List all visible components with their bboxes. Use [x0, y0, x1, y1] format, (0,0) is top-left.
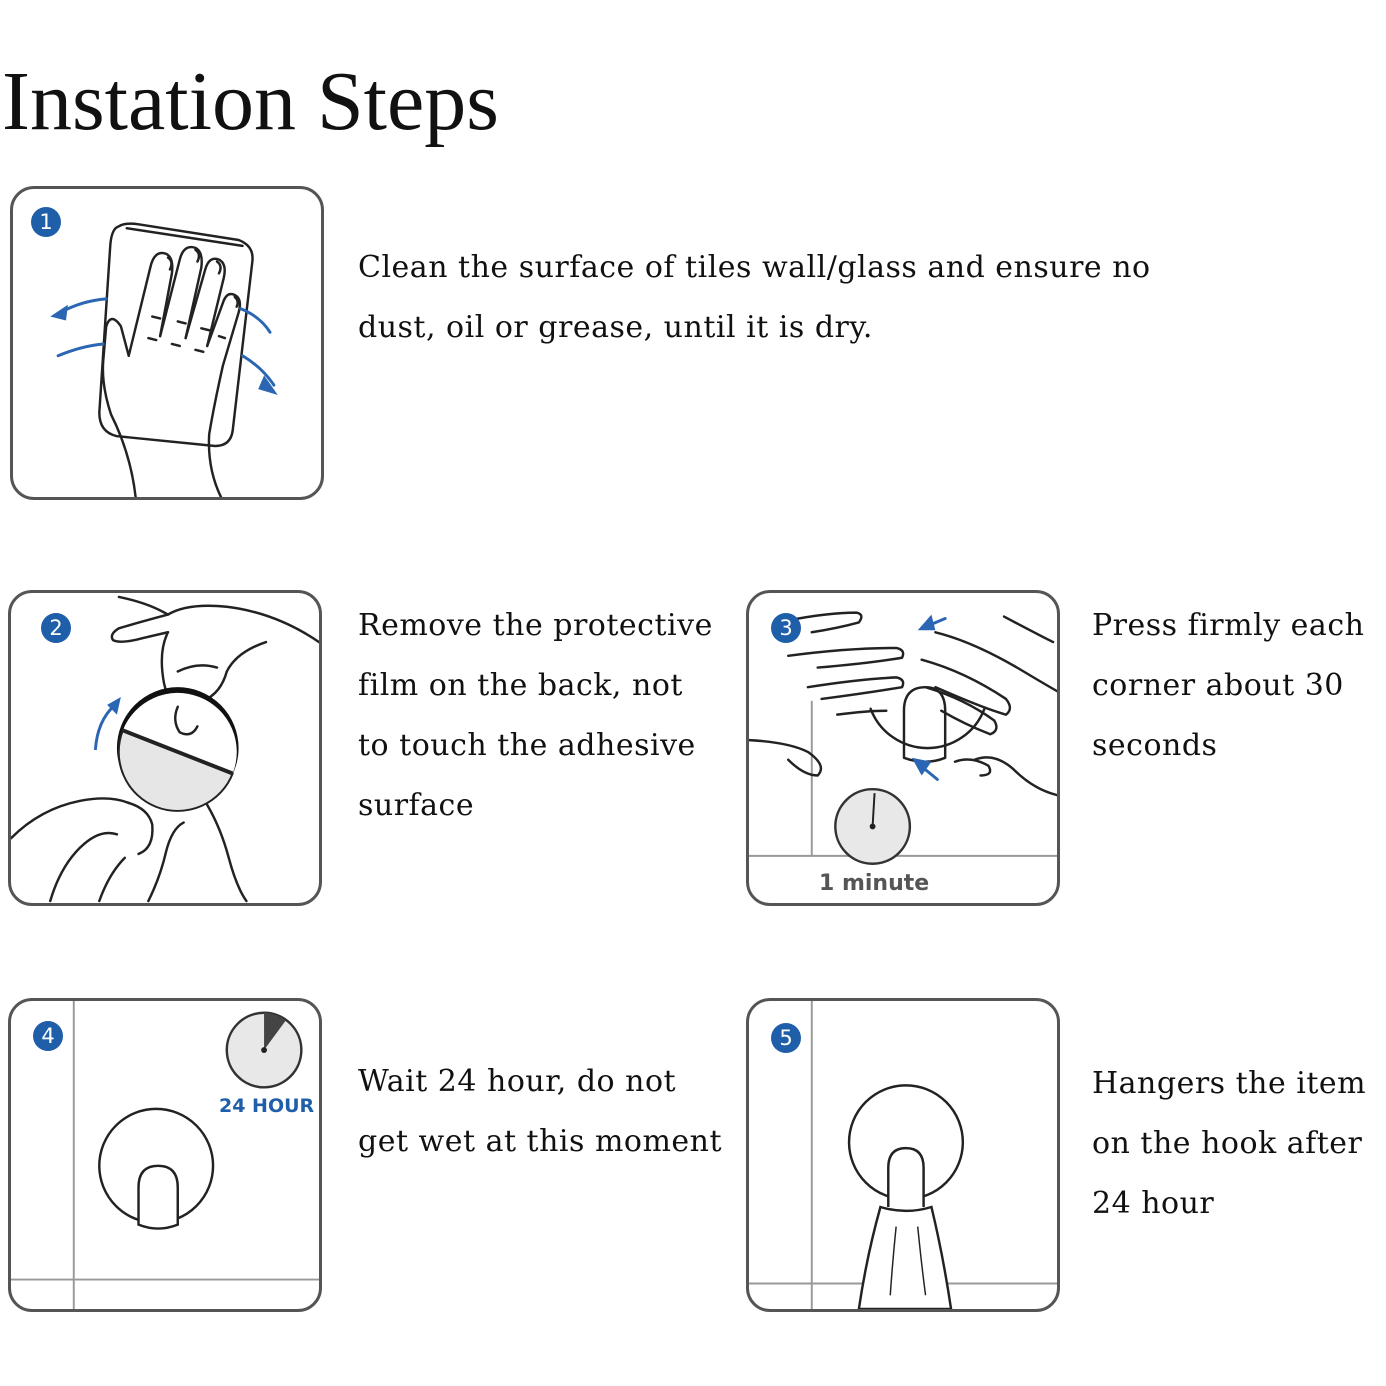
hang-towel-icon — [749, 1001, 1057, 1309]
hand-wiping-icon — [50, 222, 278, 497]
step-4-text: Wait 24 hour, do not get wet at this mom… — [358, 1052, 722, 1172]
step-3-line: Press firmly each — [1092, 608, 1365, 643]
timer-label: 1 minute — [819, 871, 930, 896]
step-5-badge: 5 — [771, 1023, 801, 1053]
step-2-badge: 2 — [41, 613, 71, 643]
page-title: Instation Steps — [2, 55, 499, 148]
step-1-illustration: 1 — [10, 186, 324, 500]
step-3-line: corner about 30 — [1092, 668, 1344, 703]
step-4-illustration: 4 24 HOUR — [8, 998, 322, 1312]
step-4-line: Wait 24 hour, do not — [358, 1064, 677, 1099]
step-5-line: on the hook after — [1092, 1126, 1363, 1161]
wait-clock-icon — [11, 1001, 319, 1309]
step-2-text: Remove the protective film on the back, … — [358, 596, 713, 836]
step-4-badge: 4 — [33, 1021, 63, 1051]
peel-film-icon — [11, 595, 319, 903]
step-3-line: seconds — [1092, 728, 1218, 763]
step-4-line: get wet at this moment — [358, 1124, 723, 1159]
timer-label: 24 HOUR — [219, 1095, 315, 1117]
step-3-badge: 3 — [771, 613, 801, 643]
step-3-illustration: 3 1 minute — [746, 590, 1060, 906]
step-2-line: film on the back, not — [358, 668, 683, 703]
press-hook-icon — [749, 611, 1057, 865]
step-1-line: Clean the surface of tiles wall/glass an… — [358, 250, 1151, 285]
step-1-text: Clean the surface of tiles wall/glass an… — [358, 238, 1151, 358]
step-5-illustration: 5 — [746, 998, 1060, 1312]
step-2-line: to touch the adhesive — [358, 728, 696, 763]
step-5-line: 24 hour — [1092, 1186, 1215, 1221]
step-1-badge: 1 — [31, 207, 61, 237]
step-1-line: dust, oil or grease, until it is dry. — [358, 310, 873, 345]
step-2-illustration: 2 — [8, 590, 322, 906]
step-2-line: Remove the protective — [358, 608, 713, 643]
step-3-text: Press firmly each corner about 30 second… — [1092, 596, 1364, 776]
step-5-text: Hangers the item on the hook after 24 ho… — [1092, 1054, 1366, 1234]
step-2-line: surface — [358, 788, 475, 823]
step-5-line: Hangers the item — [1092, 1066, 1367, 1101]
